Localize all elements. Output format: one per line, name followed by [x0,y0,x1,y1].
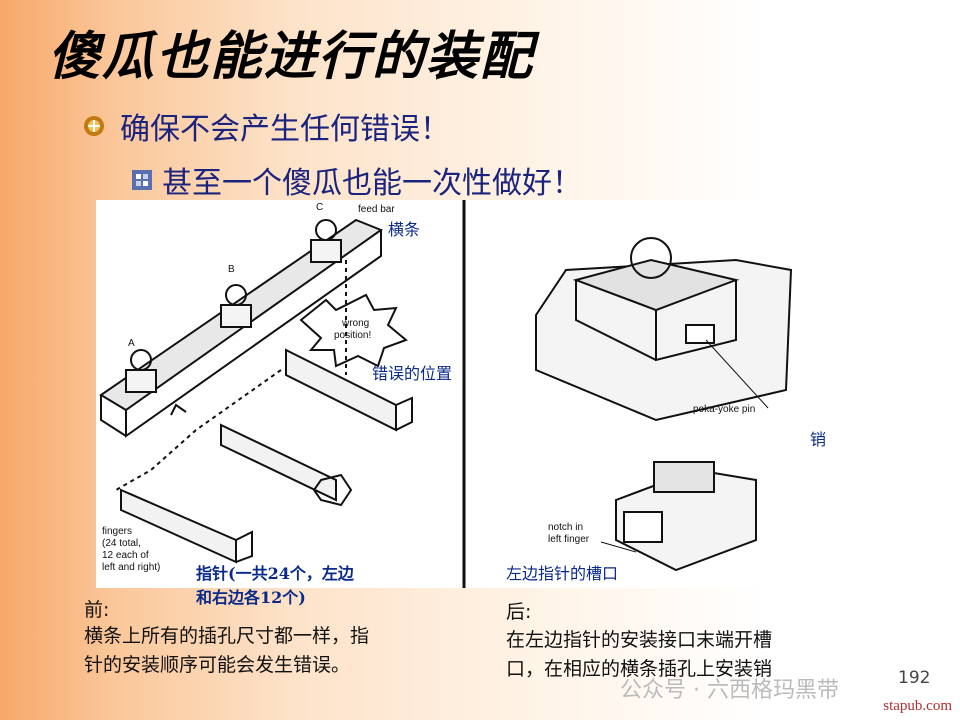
fingers-en-4: left and right) [102,562,161,573]
after-title: 后: [506,601,532,623]
before-title: 前: [84,599,110,621]
bullet-2: 甚至一个傻瓜也能一次性做好！ [130,158,582,202]
before-line-2: 针的安装顺序可能会发生错误。 [84,654,351,676]
notch-en-2: left finger [548,534,590,545]
pin-en: poka-yoke pin [693,404,756,415]
label-c: C [316,202,324,213]
slide-title: 傻瓜也能进行的装配 [48,26,535,87]
fingers-label-2: 和右边各12个) [196,588,306,607]
feed-bar-en: feed bar [358,204,395,215]
after-line-1: 在左边指针的安装接口末端开槽 [506,629,773,651]
fingers-label-1: 指针(一共24个，左边 [196,564,354,583]
wrong-position-label: 错误的位置 [372,364,453,383]
before-line-1: 横条上所有的插孔尺寸都一样，指 [84,625,370,647]
bullet-circle-icon [84,116,104,136]
bullet-1: 确保不会产生任何错误！ [82,104,450,148]
after-line-2: 口，在相应的横条插孔上安装销 [506,658,773,680]
fingers-en-3: 12 each of [102,550,149,561]
bullet-1-text: 确保不会产生任何错误！ [120,112,450,147]
notch-en-1: notch in [548,522,584,533]
bullet-2-text: 甚至一个傻瓜也能一次性做好！ [162,166,582,201]
label-a: A [128,338,135,349]
feed-bar-label: 横条 [388,220,421,239]
fingers-en-1: fingers [102,526,133,537]
watermark: 公众号 · 六西格玛黑带 [620,678,839,703]
fingers-en-2: (24 total, [102,538,141,549]
page-number: 192 [898,668,931,688]
label-b: B [228,264,235,275]
notch-label: 左边指针的槽口 [506,564,619,583]
pin-label: 销 [810,430,827,449]
poka-yoke-figure: feed bar wrong position! fingers (24 tot… [96,200,826,588]
figure-drawing [99,200,793,588]
wrong-en-2: position! [334,330,372,341]
source-url: stapub.com [883,698,952,714]
bullet-square-icon [132,170,152,190]
wrong-en-1: wrong [342,318,370,329]
